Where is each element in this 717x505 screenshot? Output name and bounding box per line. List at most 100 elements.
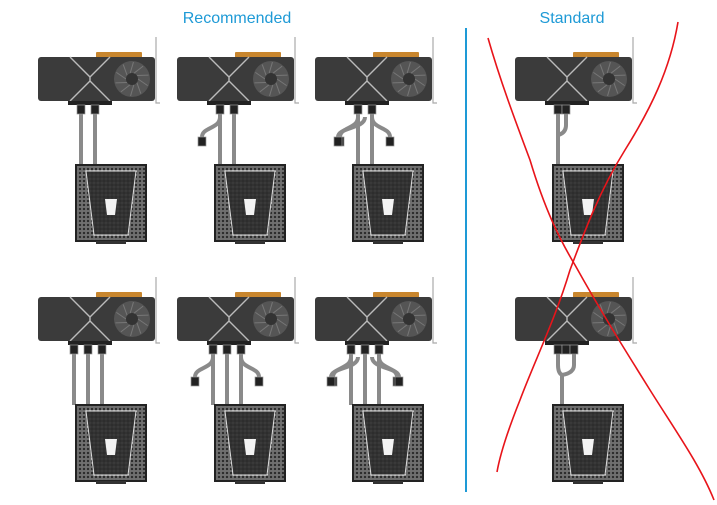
recommended-unit — [177, 277, 299, 484]
gpu-pcie-connector — [573, 292, 619, 298]
psu-label — [582, 199, 594, 215]
recommended-unit — [315, 277, 437, 484]
power-cable — [200, 116, 222, 138]
cable-connector — [346, 344, 356, 355]
gpu-bracket — [432, 37, 437, 104]
gpu-bracket — [294, 37, 299, 104]
cable-connector — [326, 376, 336, 387]
power-cable — [329, 356, 360, 378]
gpu-graphics-card — [177, 37, 299, 105]
gpu-x-design — [208, 296, 250, 342]
cable-connector — [333, 136, 343, 147]
gpu-x-design — [546, 56, 588, 102]
gpu-bracket — [432, 277, 437, 344]
psu-power-supply — [552, 164, 624, 244]
psu-label — [244, 199, 256, 215]
fan-hub — [126, 313, 138, 325]
gpu-graphics-card — [315, 37, 437, 105]
cable-connector — [215, 104, 225, 115]
gpu-x-design — [546, 296, 588, 342]
cable-connector — [394, 376, 404, 387]
cable-connector — [385, 136, 395, 147]
gpu-x-design — [346, 296, 388, 342]
gpu-x-design — [346, 56, 388, 102]
power-cable — [370, 356, 401, 378]
recommended-heading: Recommended — [182, 10, 292, 27]
gpu-pcie-connector — [235, 52, 281, 58]
gpu-graphics-card — [38, 277, 160, 345]
psu-label — [582, 439, 594, 455]
psu-power-supply — [352, 164, 424, 244]
gpu-graphics-card — [515, 37, 637, 105]
gpu-pcie-connector — [373, 52, 419, 58]
cable-connector — [374, 344, 384, 355]
gpu-graphics-card — [315, 277, 437, 345]
cable-connector — [190, 376, 200, 387]
cable-connector — [561, 104, 571, 115]
gpu-pcie-connector — [235, 292, 281, 298]
gpu-x-design — [69, 56, 111, 102]
cable-connector — [208, 344, 218, 355]
cable-connector — [236, 344, 246, 355]
cable-connector — [561, 344, 571, 355]
cable-connector — [90, 104, 100, 115]
recommended-unit — [177, 37, 299, 244]
psu-power-supply — [552, 404, 624, 484]
power-cable — [557, 114, 568, 137]
gpu-pcie-connector — [373, 292, 419, 298]
standard-heading: Standard — [539, 10, 605, 27]
recommended-unit — [315, 37, 437, 244]
cable-connector — [367, 104, 377, 115]
fan-hub — [403, 313, 415, 325]
power-cable — [336, 116, 367, 138]
cable-connector — [353, 104, 363, 115]
gpu-pcie-connector — [96, 292, 142, 298]
cable-connector — [254, 376, 264, 387]
gpu-pcie-connector — [573, 52, 619, 58]
power-cable — [193, 356, 215, 378]
psu-label — [382, 199, 394, 215]
gpu-x-design — [208, 56, 250, 102]
recommended-unit — [38, 37, 160, 244]
gpu-bracket — [155, 277, 160, 344]
fan-hub — [603, 313, 615, 325]
psu-power-supply — [214, 164, 286, 244]
gpu-pcie-connector — [96, 52, 142, 58]
cable-connector — [553, 104, 563, 115]
fan-hub — [403, 73, 415, 85]
fan-hub — [126, 73, 138, 85]
power-cable — [556, 354, 564, 405]
psu-power-supply — [75, 164, 147, 244]
gpu-graphics-card — [515, 277, 637, 345]
psu-label — [382, 439, 394, 455]
cable-connector — [569, 344, 579, 355]
power-cable — [561, 354, 576, 377]
fan-hub — [265, 313, 277, 325]
power-cable — [239, 356, 261, 378]
cable-connector — [222, 344, 232, 355]
gpu-bracket — [294, 277, 299, 344]
standard-unit — [515, 37, 637, 244]
cable-connector — [229, 104, 239, 115]
cable-connector — [76, 104, 86, 115]
psu-power-supply — [352, 404, 424, 484]
fan-hub — [265, 73, 277, 85]
psu-label — [244, 439, 256, 455]
gpu-graphics-card — [177, 277, 299, 345]
gpu-x-design — [69, 296, 111, 342]
psu-label — [105, 439, 117, 455]
gpu-bracket — [632, 277, 637, 344]
cross-out-mark — [487, 21, 715, 501]
standard-unit — [515, 277, 637, 484]
psu-label — [105, 199, 117, 215]
psu-power-supply — [214, 404, 286, 484]
cable-connector — [360, 344, 370, 355]
fan-hub — [603, 73, 615, 85]
cable-connector — [83, 344, 93, 355]
power-cable — [370, 116, 392, 138]
gpu-bracket — [155, 37, 160, 104]
cable-connector — [553, 344, 563, 355]
psu-power-supply — [75, 404, 147, 484]
gpu-bracket — [632, 37, 637, 104]
